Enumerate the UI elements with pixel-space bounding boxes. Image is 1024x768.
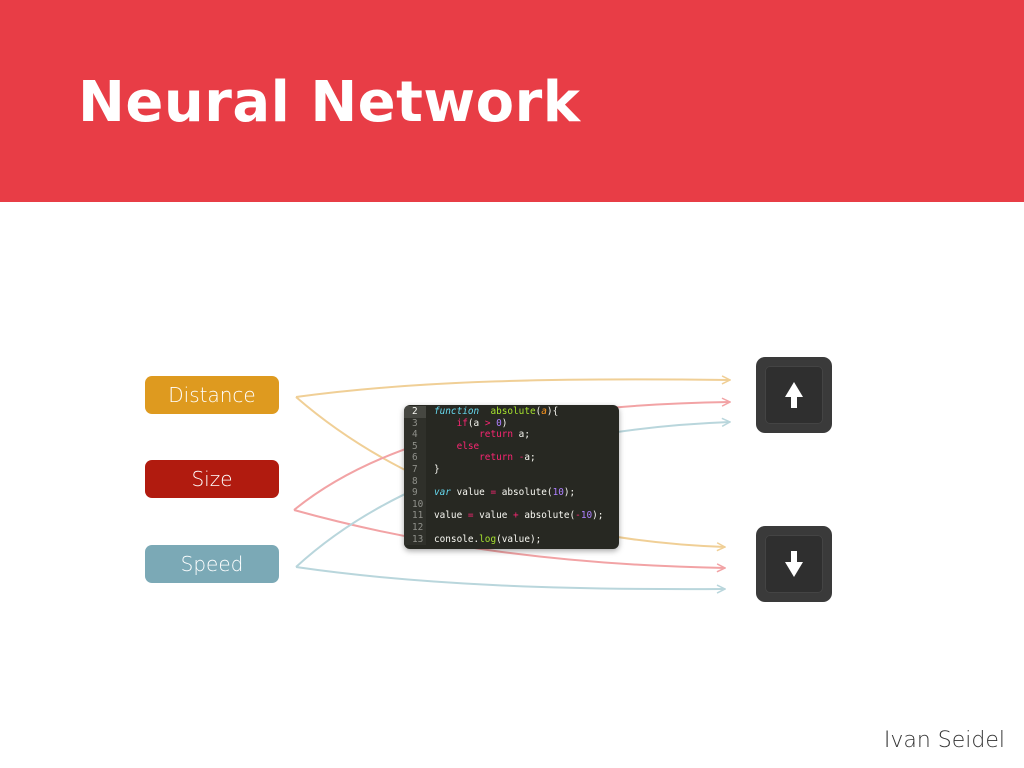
output-key-down	[756, 526, 832, 602]
code-line: 10	[404, 498, 619, 511]
connection-size-down	[293, 509, 725, 568]
arrow-up-icon	[785, 382, 803, 408]
code-text: else	[456, 440, 480, 452]
line-number: 10	[404, 498, 426, 511]
line-number: 8	[404, 475, 426, 488]
arrow-down-icon	[785, 551, 803, 577]
code-text: return a;	[479, 429, 530, 441]
line-number: 9	[404, 487, 426, 499]
code-line: 12	[404, 521, 619, 534]
input-label-speed: Speed	[180, 552, 244, 576]
input-label-size: Size	[191, 467, 233, 491]
code-line: 3 if(a > 0)	[404, 417, 619, 430]
code-line: 6 return -a;	[404, 452, 619, 464]
code-line: 5 else	[404, 440, 619, 453]
code-line: 8	[404, 475, 619, 488]
line-number: 2	[404, 406, 426, 418]
line-number: 5	[404, 440, 426, 453]
code-text: value = value + absolute(-10);	[434, 510, 604, 522]
input-node-distance: Distance	[145, 376, 279, 414]
input-label-distance: Distance	[168, 383, 256, 407]
line-number: 11	[404, 510, 426, 522]
line-number: 6	[404, 452, 426, 464]
input-node-size: Size	[145, 460, 279, 498]
line-number: 4	[404, 429, 426, 441]
code-text: function absolute(a){	[434, 406, 559, 417]
code-line: 9 var value = absolute(10);	[404, 487, 619, 499]
code-line: 13 console.log(value);	[404, 533, 619, 546]
slide-title: Neural Network	[78, 70, 581, 135]
connection-distance-up	[295, 379, 730, 398]
line-number: 3	[404, 417, 426, 430]
input-node-speed: Speed	[145, 545, 279, 583]
code-text: if(a > 0)	[456, 417, 508, 429]
code-text	[426, 522, 434, 534]
code-line: 2 function absolute(a){	[404, 406, 619, 418]
code-line: 4 return a;	[404, 429, 619, 441]
line-number: 7	[404, 463, 426, 476]
author-name: Ivan Seidel	[883, 728, 1005, 753]
code-line: 7}	[404, 463, 619, 476]
connection-speed-down	[295, 566, 725, 589]
code-text: }	[434, 463, 440, 475]
code-text	[426, 476, 434, 488]
code-text: return -a;	[479, 452, 536, 464]
code-line: 11 value = value + absolute(-10);	[404, 510, 619, 522]
line-number: 13	[404, 533, 426, 546]
code-text	[426, 499, 434, 511]
line-number: 12	[404, 521, 426, 534]
code-text: console.log(value);	[434, 533, 542, 545]
output-key-up	[756, 357, 832, 433]
header-banner: Neural Network	[0, 0, 1024, 202]
code-text: var value = absolute(10);	[434, 487, 576, 499]
